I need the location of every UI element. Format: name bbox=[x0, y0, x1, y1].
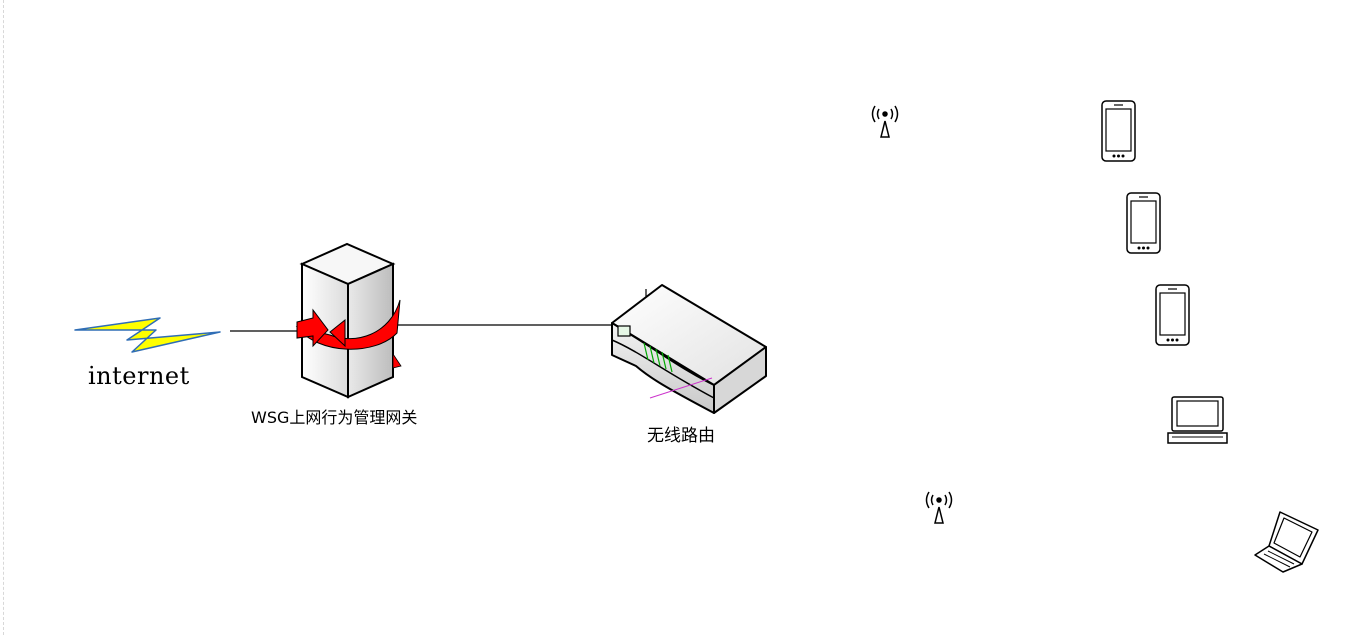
laptop-icon bbox=[1167, 396, 1228, 444]
smartphone-icon bbox=[1155, 284, 1190, 346]
laptop-icon bbox=[1254, 511, 1319, 573]
smartphone-icon bbox=[1126, 192, 1161, 254]
wifi-antenna-icon bbox=[925, 491, 953, 524]
lightning-bolt-icon bbox=[74, 317, 221, 353]
internet-label: internet bbox=[88, 362, 190, 390]
router-label: 无线路由 bbox=[647, 426, 715, 446]
wireless-router-icon bbox=[611, 284, 767, 414]
smartphone-icon bbox=[1101, 100, 1136, 162]
firewall-server-icon bbox=[295, 242, 402, 399]
page-left-border bbox=[3, 0, 5, 635]
wifi-antenna-icon bbox=[871, 105, 899, 138]
gateway-label: WSG上网行为管理网关 bbox=[251, 408, 418, 427]
